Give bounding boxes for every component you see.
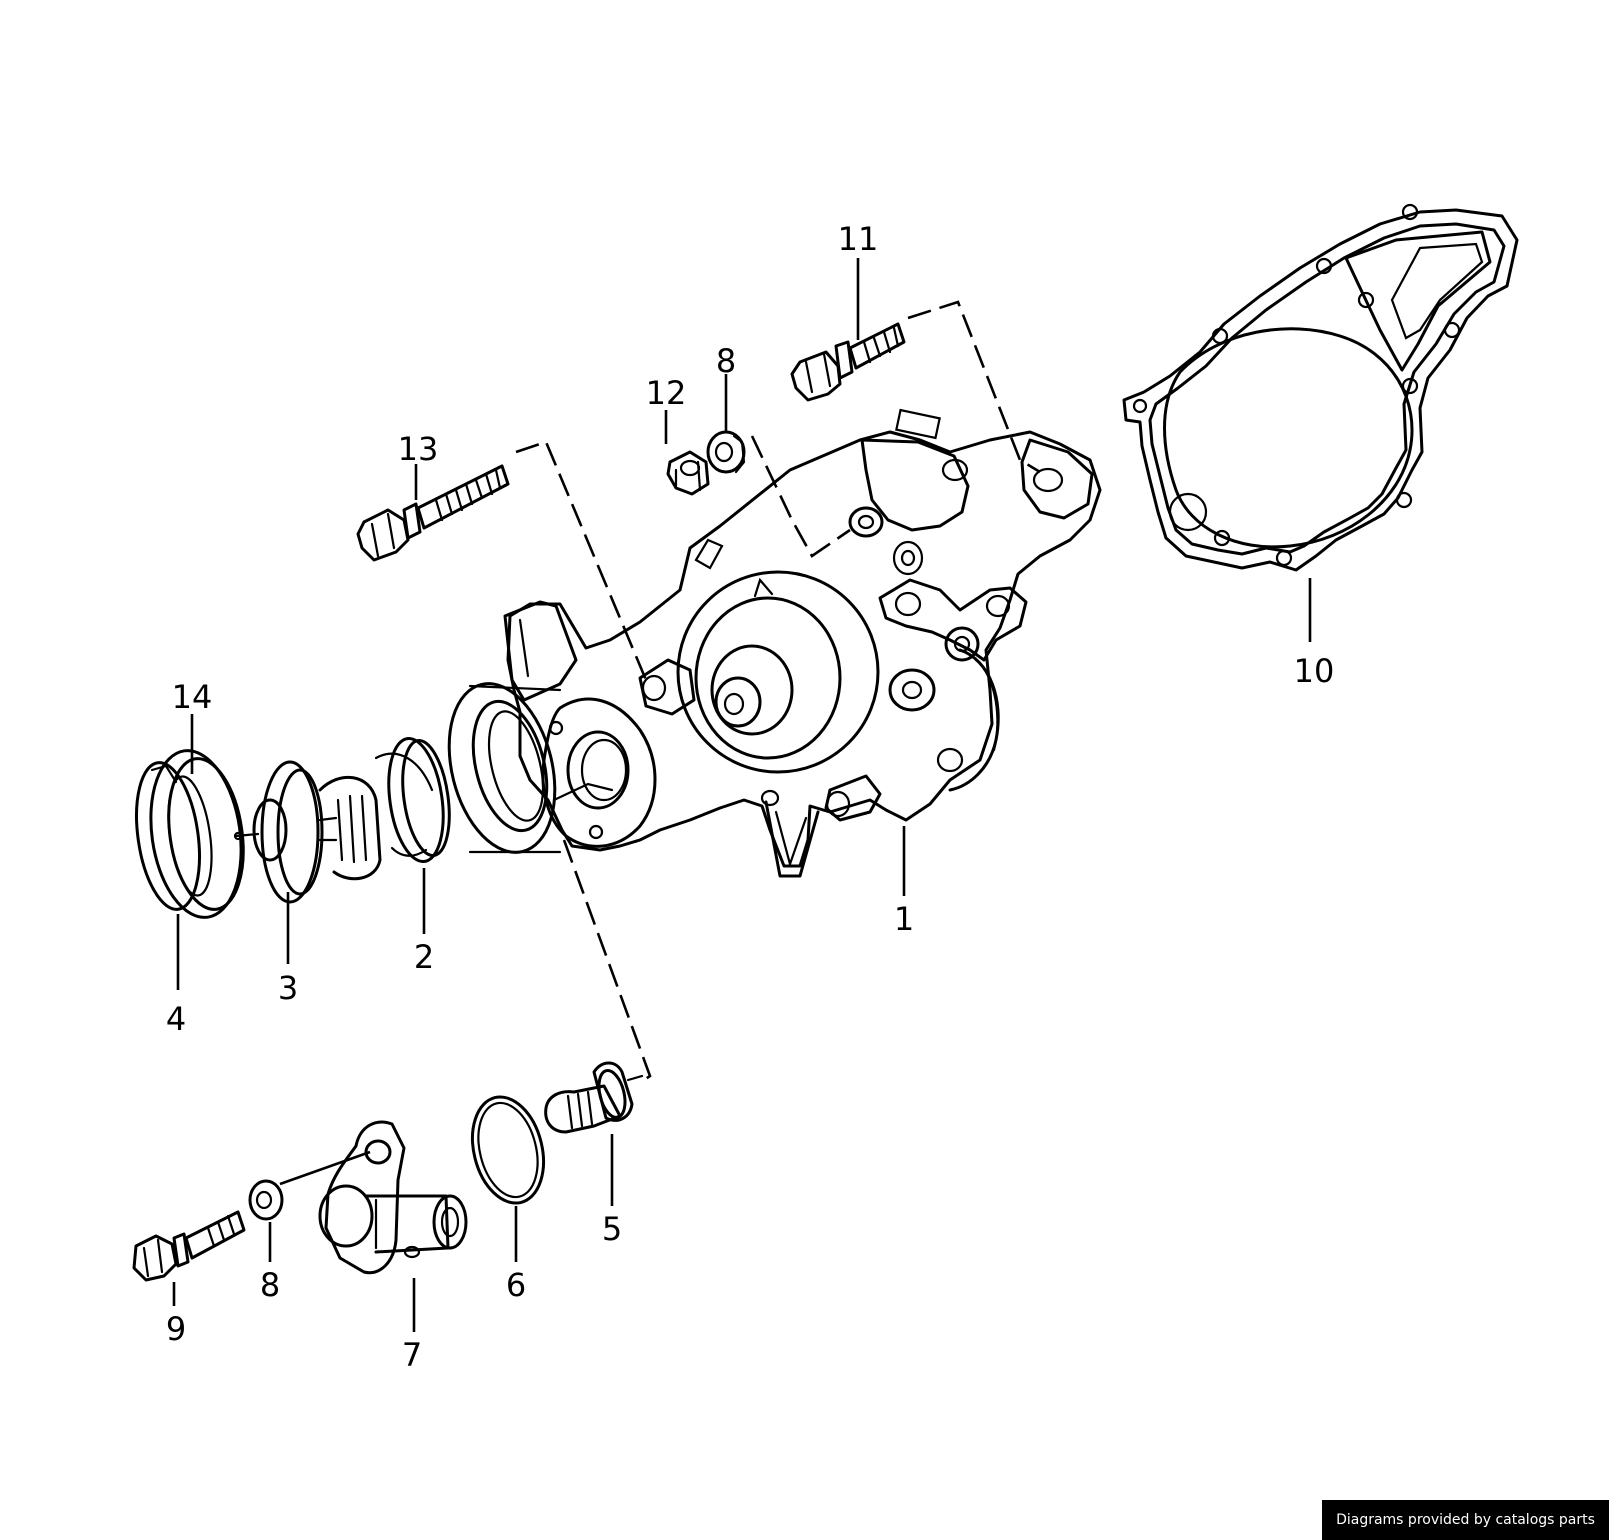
thermostat-part-3 bbox=[233, 760, 382, 904]
callout-1: 1 bbox=[894, 900, 914, 938]
callout-8-upper: 8 bbox=[716, 342, 736, 380]
seal-ring-part-2 bbox=[374, 736, 451, 864]
gasket-part-10 bbox=[1122, 203, 1519, 572]
bolt-part-11 bbox=[790, 322, 906, 402]
callout-3: 3 bbox=[278, 969, 298, 1007]
washer-part-8-lower bbox=[248, 1179, 284, 1221]
bolt-part-9 bbox=[132, 1210, 246, 1282]
callout-labels: 1 2 3 4 5 6 7 8 8 9 10 11 12 13 14 bbox=[166, 220, 1335, 1374]
callout-13: 13 bbox=[398, 430, 439, 468]
washer-part-8-upper bbox=[706, 430, 746, 474]
bolt-part-13 bbox=[356, 464, 510, 562]
callout-9: 9 bbox=[166, 1310, 186, 1348]
coolant-flange-part-7 bbox=[318, 1120, 468, 1275]
callout-12: 12 bbox=[646, 374, 687, 412]
diagram-credit-banner: Diagrams provided by catalogs parts bbox=[1322, 1500, 1609, 1540]
callout-4: 4 bbox=[166, 1000, 186, 1038]
leader-lines bbox=[172, 258, 1312, 1332]
callout-10: 10 bbox=[1294, 652, 1335, 690]
callout-6: 6 bbox=[506, 1266, 526, 1304]
callout-11: 11 bbox=[838, 220, 879, 258]
nut-part-12 bbox=[666, 450, 710, 496]
temp-sender-part-5 bbox=[544, 1061, 644, 1134]
callout-8-lower: 8 bbox=[260, 1266, 280, 1304]
circlip-part-14 bbox=[135, 749, 245, 919]
callout-14: 14 bbox=[172, 678, 213, 716]
callout-2: 2 bbox=[414, 938, 434, 976]
callout-5: 5 bbox=[602, 1210, 622, 1248]
o-ring-part-6 bbox=[471, 1095, 545, 1205]
pump-housing-part-1 bbox=[447, 408, 1102, 878]
assembly-guide-lines bbox=[279, 300, 1041, 1186]
callout-7: 7 bbox=[402, 1336, 422, 1374]
